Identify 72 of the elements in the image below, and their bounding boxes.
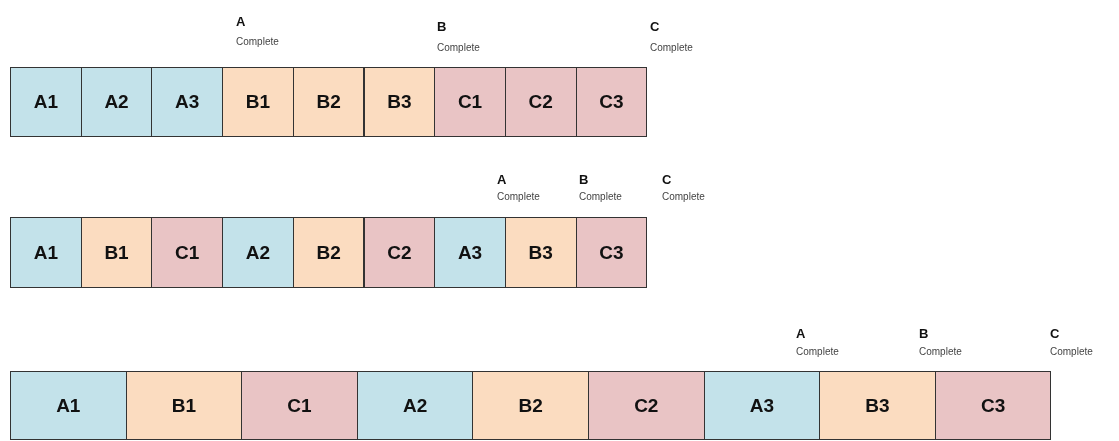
milestone-note: Complete [662, 191, 705, 202]
milestone-note: Complete [437, 42, 480, 53]
task-cell [356, 371, 474, 440]
task-cell [575, 67, 648, 137]
task-cell [222, 67, 294, 137]
task-label: C2 [387, 241, 412, 264]
task-label: A2 [402, 394, 428, 417]
task-cell [80, 217, 153, 288]
task-cell [434, 67, 506, 137]
task-label: B1 [171, 394, 197, 417]
milestone-letter: C [1050, 326, 1060, 341]
task-label: A3 [749, 394, 775, 417]
task-cell [934, 371, 1052, 440]
task-cell [292, 67, 365, 137]
task-cell [10, 371, 127, 440]
milestone-letter: A [497, 172, 507, 187]
task-label: C2 [634, 394, 659, 417]
task-cell [151, 217, 224, 288]
task-label: A3 [457, 241, 483, 264]
milestone-note: Complete [919, 346, 962, 357]
task-cell [125, 371, 243, 440]
milestone-note: Complete [1050, 346, 1093, 357]
milestone-letter: C [650, 19, 660, 34]
task-cell [504, 67, 577, 137]
task-cell [472, 371, 589, 440]
task-label: B3 [528, 241, 553, 264]
task-cell [151, 67, 224, 137]
milestone-note: Complete [236, 36, 279, 47]
task-cell [575, 217, 648, 288]
task-label: A1 [33, 241, 58, 264]
task-label: B3 [387, 91, 412, 113]
milestone-letter: C [662, 172, 672, 187]
task-label: B2 [316, 241, 341, 264]
task-cell [241, 371, 358, 440]
task-cell [504, 217, 577, 288]
task-label: A2 [245, 241, 271, 264]
task-label: B2 [316, 91, 341, 113]
task-label: A1 [56, 394, 81, 417]
task-label: B1 [245, 91, 271, 113]
task-cell [588, 371, 705, 440]
task-cell [222, 217, 294, 288]
task-label: C3 [599, 91, 624, 113]
task-cell [80, 67, 153, 137]
task-cell [363, 67, 436, 137]
task-cell [703, 371, 821, 440]
task-label: C2 [528, 91, 553, 113]
task-cell [363, 217, 436, 288]
task-label: B1 [104, 241, 129, 264]
task-label: A3 [175, 91, 200, 113]
task-label: C1 [457, 91, 483, 113]
milestone-note: Complete [796, 346, 839, 357]
task-label: C3 [599, 241, 624, 264]
task-cell [10, 67, 82, 137]
task-label: C1 [287, 394, 312, 417]
milestone-letter: B [579, 172, 589, 187]
milestone-letter: A [796, 326, 806, 341]
task-label: C3 [980, 394, 1006, 417]
milestone-note: Complete [579, 191, 622, 202]
milestone-letter: B [437, 19, 447, 34]
milestone-note: Complete [497, 191, 540, 202]
milestone-letter: A [236, 14, 246, 29]
milestone-note: Complete [650, 42, 693, 53]
task-label: A1 [33, 91, 58, 113]
task-cell [10, 217, 82, 288]
task-cell [434, 217, 506, 288]
task-label: A2 [104, 91, 129, 113]
milestone-letter: B [919, 326, 929, 341]
task-label: B3 [865, 394, 890, 417]
task-cell [819, 371, 936, 440]
task-label: C1 [175, 241, 200, 264]
task-cell [292, 217, 365, 288]
task-label: B2 [518, 394, 543, 417]
